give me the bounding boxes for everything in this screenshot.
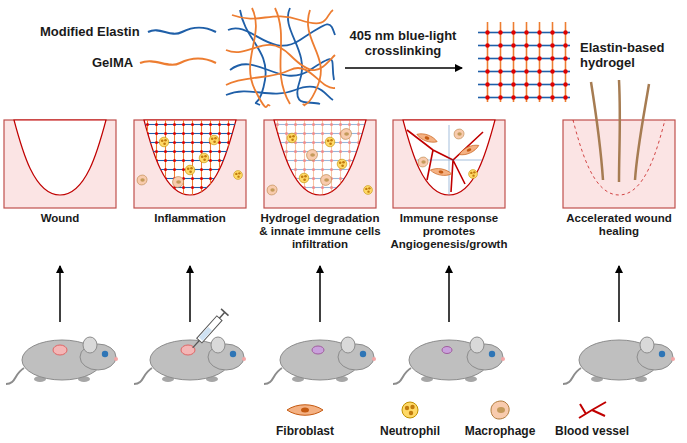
syringe — [189, 309, 229, 351]
stage-panel: Inflammation — [128, 120, 252, 225]
product-label: Elastin-based hydrogel — [580, 40, 680, 70]
wound-panel — [393, 120, 505, 208]
wound-panel — [4, 120, 116, 208]
mouse — [134, 337, 246, 384]
legend-label: Neutrophil — [380, 424, 440, 439]
legend-icons — [287, 401, 606, 419]
hydrogel-mesh — [478, 22, 570, 102]
wound-panel — [264, 120, 376, 208]
stage-caption: Immune response promotes Angiogenesis/gr… — [385, 212, 513, 251]
wound-panel — [134, 120, 246, 208]
mouse — [563, 337, 675, 384]
polymer-mesh — [226, 8, 335, 107]
stage-panel: Hydrogel degradation & innate immune cel… — [256, 120, 384, 251]
process-arrow — [345, 67, 462, 69]
stage-panel: Accelerated wound healing — [557, 120, 681, 238]
stage-caption: Hydrogel degradation & innate immune cel… — [256, 212, 384, 251]
stage-caption: Wound — [4, 212, 116, 225]
mouse — [393, 337, 505, 384]
legend-label: Blood vessel — [555, 424, 629, 439]
legend-label: Macrophage — [465, 424, 536, 439]
legend-label: Modified Elastin — [40, 24, 140, 40]
mouse — [6, 337, 118, 384]
mouse — [264, 337, 376, 384]
process-label: 405 nm blue-light crosslinking — [338, 28, 468, 58]
stage-caption: Inflammation — [128, 212, 252, 225]
legend-label: Fibroblast — [276, 424, 334, 439]
stage-arrows — [60, 266, 619, 322]
legend-label: GelMA — [92, 55, 133, 71]
legend-lines — [140, 28, 216, 65]
stage-panel: Immune response promotes Angiogenesis/gr… — [385, 120, 513, 251]
wound-panel — [563, 80, 675, 208]
stage-panel: Wound — [4, 120, 116, 225]
stage-caption: Accelerated wound healing — [557, 212, 681, 238]
